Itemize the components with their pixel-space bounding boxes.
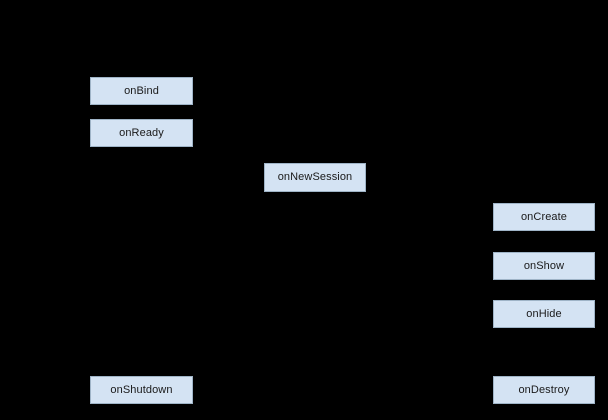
node-on-destroy[interactable]: onDestroy [493,376,595,404]
node-label-on-shutdown: onShutdown [110,383,173,396]
node-on-ready[interactable]: onReady [90,119,193,147]
node-label-on-hide: onHide [526,307,562,320]
node-on-new-session[interactable]: onNewSession [264,163,366,192]
node-on-hide[interactable]: onHide [493,300,595,328]
node-on-create[interactable]: onCreate [493,203,595,231]
node-on-shutdown[interactable]: onShutdown [90,376,193,404]
node-on-show[interactable]: onShow [493,252,595,280]
node-label-on-new-session: onNewSession [277,171,353,183]
node-label-on-create: onCreate [520,210,568,223]
node-label-on-destroy: onDestroy [518,383,570,396]
node-label-on-bind: onBind [124,84,159,97]
node-label-on-ready: onReady [119,126,164,139]
node-on-bind[interactable]: onBind [90,77,193,105]
node-label-on-show: onShow [523,259,565,272]
